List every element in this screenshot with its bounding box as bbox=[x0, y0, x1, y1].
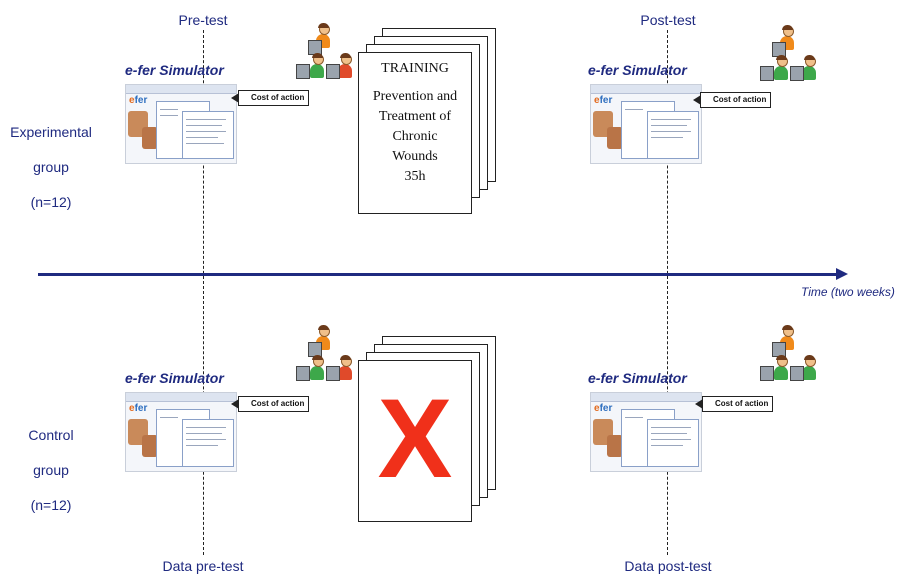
cost-of-action-callout: Cost of action bbox=[230, 90, 310, 106]
control-group-name: Control bbox=[28, 427, 74, 443]
simulator-screenshot: efer bbox=[125, 84, 237, 164]
control-group-n: (n=12) bbox=[30, 497, 72, 513]
no-training-x-mark: X bbox=[377, 376, 453, 501]
data-pre-test-label: Data pre-test bbox=[162, 558, 244, 574]
timeline-arrow bbox=[38, 273, 838, 276]
timeline-arrowhead-icon bbox=[836, 268, 848, 280]
training-title: TRAINING bbox=[381, 61, 449, 76]
post-test-label: Post-test bbox=[640, 12, 696, 28]
no-training-front-page: X bbox=[358, 360, 472, 522]
control-group-word: group bbox=[33, 462, 69, 478]
simulator-title: e-fer Simulator bbox=[588, 370, 687, 386]
experimental-group-n: (n=12) bbox=[30, 194, 72, 210]
efer-logo: efer bbox=[129, 95, 148, 106]
experimental-group-name: Experimental bbox=[10, 124, 92, 140]
efer-logo: efer bbox=[594, 95, 613, 106]
timeline-label: Time (two weeks) bbox=[801, 285, 895, 299]
people-at-computers-icon bbox=[294, 325, 354, 388]
people-at-computers-icon bbox=[294, 23, 354, 86]
data-post-test-label: Data post-test bbox=[624, 558, 712, 574]
people-at-computers-icon bbox=[758, 325, 818, 388]
no-training-document-stack: X bbox=[358, 336, 498, 536]
training-document-stack: TRAINING Prevention and Treatment of Chr… bbox=[358, 28, 498, 228]
efer-logo: efer bbox=[594, 403, 613, 414]
cost-of-action-callout: Cost of action bbox=[694, 396, 774, 412]
efer-logo: efer bbox=[129, 403, 148, 414]
post-test-line bbox=[667, 30, 668, 555]
simulator-screenshot: efer bbox=[590, 392, 702, 472]
simulator-screenshot: efer bbox=[590, 84, 702, 164]
simulator-title: e-fer Simulator bbox=[125, 370, 224, 386]
training-duration: 35h bbox=[404, 169, 426, 184]
pre-test-label: Pre-test bbox=[178, 12, 228, 28]
pre-test-line bbox=[203, 30, 204, 555]
simulator-title: e-fer Simulator bbox=[125, 62, 224, 78]
people-at-computers-icon bbox=[758, 25, 818, 88]
experimental-group-word: group bbox=[33, 159, 69, 175]
cost-of-action-callout: Cost of action bbox=[230, 396, 310, 412]
simulator-title: e-fer Simulator bbox=[588, 62, 687, 78]
simulator-screenshot: efer bbox=[125, 392, 237, 472]
training-front-page: TRAINING Prevention and Treatment of Chr… bbox=[358, 52, 472, 214]
cost-of-action-callout: Cost of action bbox=[692, 92, 772, 108]
